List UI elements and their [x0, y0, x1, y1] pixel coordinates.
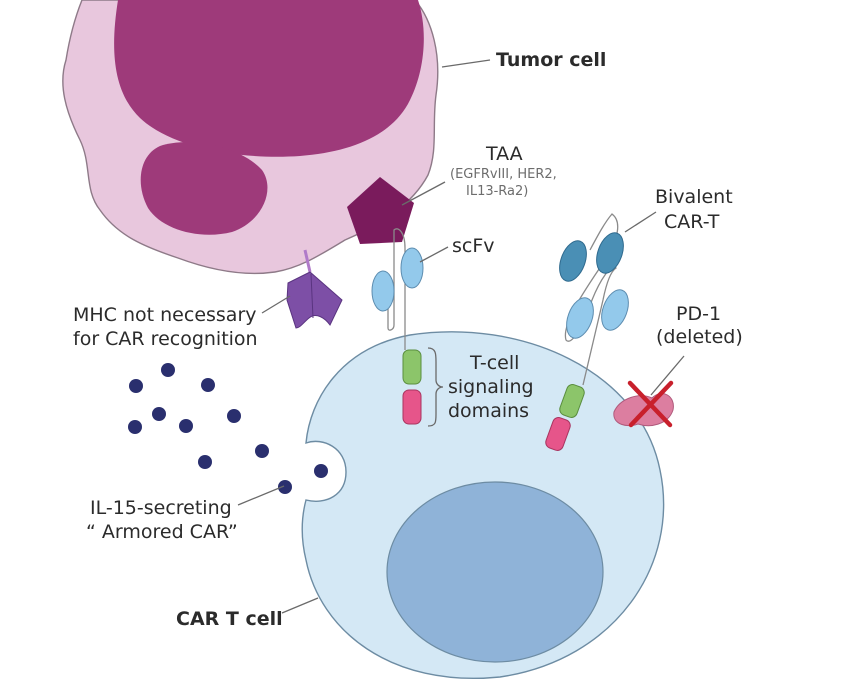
tumor-cell [62, 0, 439, 275]
il15-dot [227, 409, 241, 423]
il15-dot [128, 420, 142, 434]
il15-dot [255, 444, 269, 458]
taa-antigen [347, 177, 414, 244]
pd1-receptor-deleted [613, 380, 674, 428]
il15-dot [152, 407, 166, 421]
mhc-molecule [286, 249, 343, 329]
bivalent-signaling-green [559, 384, 585, 418]
signaling-domain-green [402, 349, 422, 385]
bivalent-inner-scfv-2 [601, 289, 629, 331]
bivalent-outer-scfv-2 [596, 232, 624, 274]
tumor-nucleus-small [140, 142, 268, 235]
bivalent-signaling-pink [545, 417, 571, 451]
signaling-label-line-3: domains [448, 400, 529, 422]
il15-label-line-1: IL-15-secreting [90, 497, 232, 519]
il15-molecules [128, 363, 328, 494]
pd1-label-line-1: PD-1 [676, 303, 721, 325]
pd1-label-line-2: (deleted) [656, 326, 743, 348]
il15-dot [198, 455, 212, 469]
scfv-domain-2 [371, 270, 395, 312]
taa-detail-line-1: (EGFRvIII, HER2, [450, 167, 557, 182]
il15-dot [278, 480, 292, 494]
tumor-nucleus-large [114, 0, 424, 157]
signaling-label-line-2: signaling [448, 376, 534, 398]
bivalent-label-line-1: Bivalent [655, 186, 733, 208]
car-t-nucleus [386, 481, 604, 663]
il15-label-line-2: “ Armored CAR” [86, 521, 238, 543]
scfv-label: scFv [452, 235, 495, 257]
bivalent-inner-scfv-1 [566, 297, 594, 339]
car-t-cell [301, 331, 665, 679]
signaling-domain-pink [402, 389, 422, 425]
bivalent-car-receptor [545, 213, 629, 451]
il15-dot [201, 378, 215, 392]
taa-label: TAA [485, 143, 523, 165]
bivalent-outer-scfv-1 [559, 240, 587, 282]
signaling-label-line-1: T-cell [469, 352, 519, 374]
car-t-cell-label: CAR T cell [176, 608, 283, 630]
scfv-car-receptor [371, 228, 424, 425]
il15-dot [161, 363, 175, 377]
taa-detail-line-2: IL13-Ra2) [466, 184, 528, 199]
signaling-brace [427, 347, 444, 427]
il15-dot [129, 379, 143, 393]
bivalent-label-line-2: CAR-T [664, 211, 720, 233]
il15-dot [179, 419, 193, 433]
mhc-label-line-1: MHC not necessary [73, 304, 257, 326]
mhc-label-line-2: for CAR recognition [73, 328, 258, 350]
tumor-cell-label: Tumor cell [496, 49, 606, 71]
il15-dot [314, 464, 328, 478]
scfv-domain-1 [400, 247, 424, 289]
